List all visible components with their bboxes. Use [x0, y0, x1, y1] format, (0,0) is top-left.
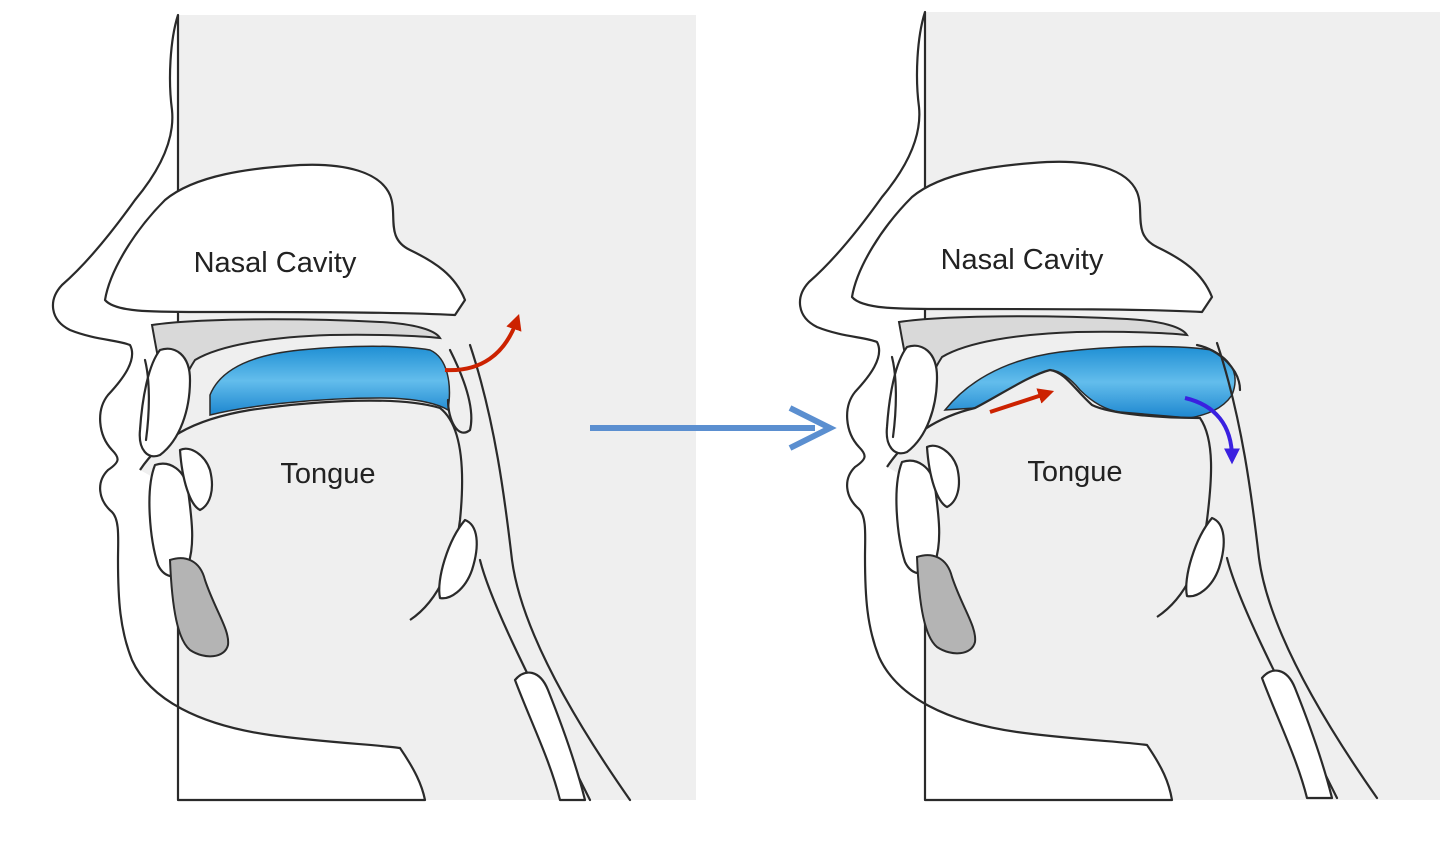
nasal-cavity-label: Nasal Cavity — [194, 247, 357, 279]
epiglottis — [438, 518, 478, 600]
soft-palate — [1195, 343, 1242, 392]
food-bolus — [209, 345, 451, 416]
face-profile — [52, 13, 427, 802]
panel-before: Nasal Cavity Tongue — [52, 13, 696, 802]
face-profile — [799, 10, 1174, 802]
trachea — [1260, 669, 1334, 800]
upper-teeth — [138, 347, 192, 458]
nasal-cavity — [850, 160, 1214, 314]
transition-arrow — [590, 405, 837, 451]
trachea — [513, 671, 587, 802]
tongue-push-arrow — [989, 388, 1055, 414]
upper-teeth — [885, 344, 939, 455]
throat-wall — [1215, 341, 1379, 800]
tongue-label: Tongue — [1027, 456, 1122, 488]
soft-palate — [446, 348, 473, 434]
jaw-bone — [168, 557, 230, 658]
bolus-descent-arrow — [1184, 396, 1240, 465]
nasal-cavity-label: Nasal Cavity — [941, 244, 1104, 276]
tongue-label: Tongue — [280, 458, 375, 490]
jaw-bone — [915, 554, 977, 655]
throat-wall — [468, 343, 632, 802]
panel-after: Nasal Cavity Tongue — [799, 10, 1440, 802]
tongue-shape — [886, 368, 1213, 618]
epiglottis — [1185, 516, 1225, 598]
airflow-arrow — [444, 313, 522, 373]
nasal-cavity — [103, 163, 467, 317]
